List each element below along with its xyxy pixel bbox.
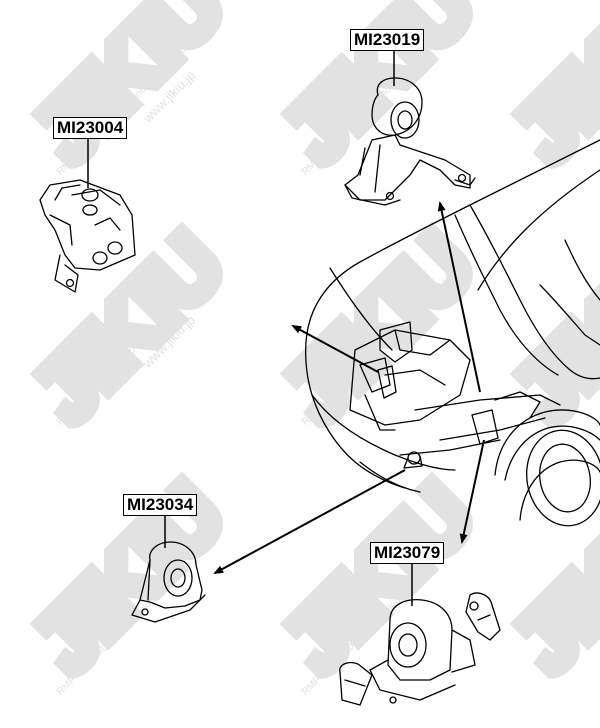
- arrow-to-mi23079: [459, 439, 485, 544]
- car-body: [304, 139, 600, 527]
- arrow-to-mi23019: [437, 201, 481, 393]
- part-label-mi23034: MI23034: [123, 494, 198, 516]
- arrow-to-mi23004: [291, 325, 379, 373]
- arrow-to-mi23034: [213, 469, 406, 574]
- part-mi23019-drawing: [344, 77, 476, 206]
- part-mi23034-drawing: [131, 541, 206, 623]
- part-mi23004-drawing: [39, 179, 136, 293]
- part-label-mi23079: MI23079: [370, 542, 445, 564]
- part-label-mi23019: MI23019: [350, 29, 425, 51]
- part-mi23079-drawing: [339, 592, 501, 706]
- part-label-mi23004: MI23004: [53, 117, 128, 139]
